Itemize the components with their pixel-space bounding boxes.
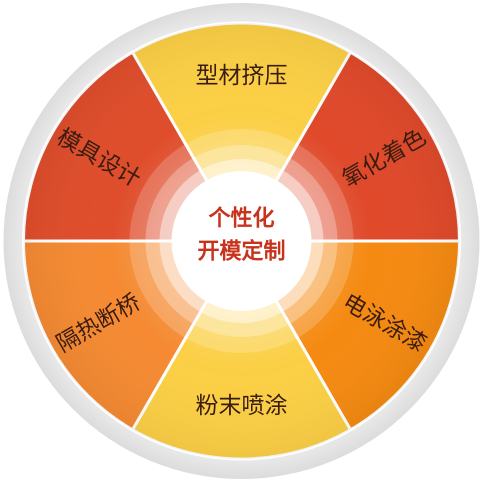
center-circle	[171, 171, 312, 311]
center-title-line1: 个性化	[208, 206, 274, 232]
center-title-line2: 开模定制	[197, 239, 285, 265]
segment-label-1: 型材挤压	[196, 63, 288, 89]
segment-label-4: 粉末喷涂	[196, 393, 288, 419]
